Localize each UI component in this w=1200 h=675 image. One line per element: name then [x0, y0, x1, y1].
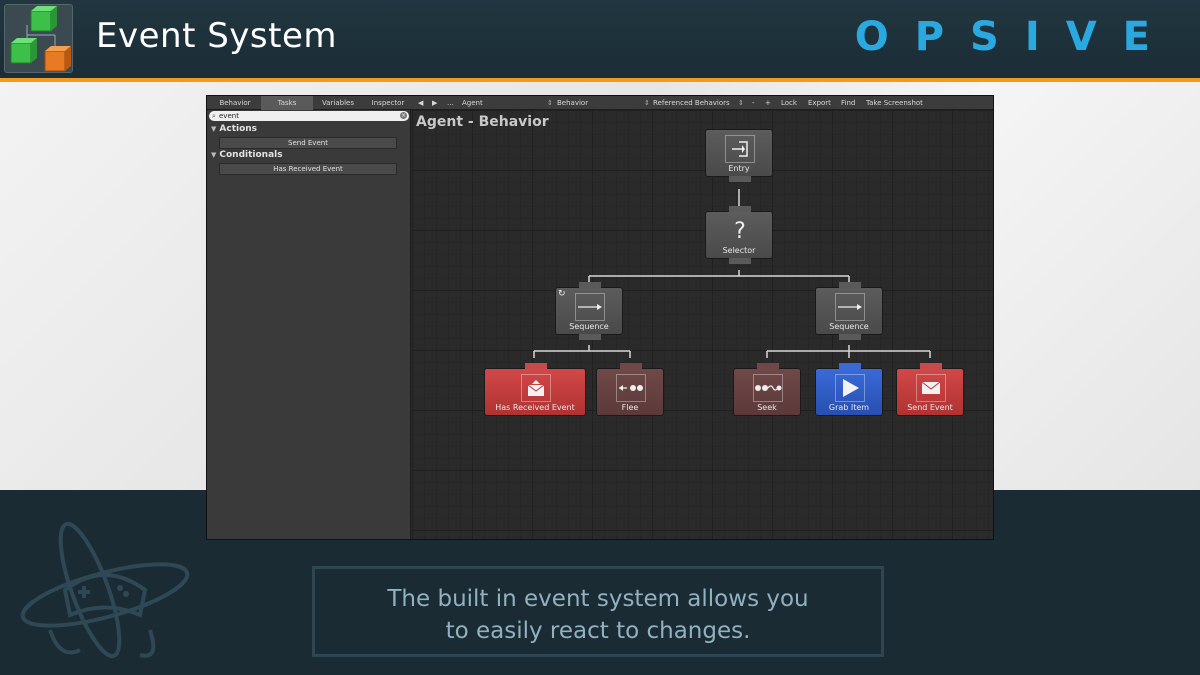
node-seek[interactable]: Seek [733, 363, 801, 416]
input-connector[interactable] [525, 363, 547, 369]
envelope-icon [916, 374, 946, 402]
input-connector[interactable] [757, 363, 779, 369]
node-grab-item[interactable]: Grab Item [815, 363, 883, 416]
graph-title: Agent - Behavior [416, 114, 549, 130]
agent-dropdown-icon[interactable]: ⇕ [547, 99, 553, 107]
node-selector[interactable]: ? Selector [705, 206, 773, 264]
tab-inspector[interactable]: Inspector [371, 99, 405, 107]
tab-variables[interactable]: Variables [322, 99, 354, 107]
output-connector[interactable] [729, 258, 751, 264]
agent-selector[interactable]: Agent [462, 99, 483, 107]
category-label: Actions [219, 124, 258, 134]
node-label: Seek [757, 403, 777, 412]
caption-line-1: The built in event system allows you [387, 586, 809, 612]
output-connector[interactable] [839, 334, 861, 340]
node-sequence-right[interactable]: Sequence [815, 282, 883, 340]
output-connector[interactable] [579, 334, 601, 340]
input-connector[interactable] [729, 206, 751, 212]
task-send-event[interactable]: Send Event [219, 137, 397, 149]
input-connector[interactable] [920, 363, 942, 369]
forward-arrow-icon[interactable]: ▶ [432, 99, 438, 107]
remove-behavior-button[interactable]: - [752, 99, 755, 107]
node-label: Sequence [829, 322, 869, 331]
input-connector[interactable] [839, 282, 861, 288]
flee-icon [616, 374, 646, 402]
node-label: Send Event [907, 403, 953, 412]
node-label: Flee [621, 403, 639, 412]
behavior-selector[interactable]: Behavior [557, 99, 589, 107]
behavior-graph-canvas[interactable]: Agent - Behavior [412, 110, 993, 539]
search-value: event [219, 112, 239, 120]
node-label: Sequence [569, 322, 609, 331]
node-has-received-event[interactable]: Has Received Event [484, 363, 586, 416]
output-connector[interactable] [729, 176, 751, 182]
node-connections [533, 189, 931, 358]
repeat-icon: ↻ [558, 289, 566, 299]
search-icon: ⌕ [212, 112, 216, 120]
input-connector[interactable] [839, 363, 861, 369]
category-actions[interactable]: ▼Actions [211, 124, 257, 134]
entry-icon [725, 135, 755, 163]
tasks-panel: ⌕ event × ▼Actions Send Event ▼Condition… [207, 110, 411, 539]
tab-behavior[interactable]: Behavior [219, 99, 251, 107]
category-conditionals[interactable]: ▼Conditionals [211, 150, 283, 160]
editor-toolbar: Behavior Tasks Variables Inspector ◀ ▶ .… [207, 96, 993, 110]
node-label: Has Received Event [495, 403, 575, 412]
envelope-received-icon [521, 374, 551, 402]
export-button[interactable]: Export [808, 99, 831, 107]
take-screenshot-button[interactable]: Take Screenshot [866, 99, 923, 107]
tab-tasks[interactable]: Tasks [261, 96, 313, 110]
node-send-event[interactable]: Send Event [896, 363, 964, 416]
expand-triangle-icon: ▼ [211, 151, 217, 159]
clear-search-icon[interactable]: × [400, 112, 407, 119]
page-title: Event System [96, 16, 337, 56]
node-label: Grab Item [828, 403, 870, 412]
referenced-dropdown-icon[interactable]: ⇕ [738, 99, 744, 107]
caption-text: The built in event system allows you to … [315, 583, 881, 647]
seek-icon [753, 374, 783, 402]
input-connector[interactable] [579, 282, 601, 288]
add-behavior-button[interactable]: + [765, 99, 771, 107]
back-arrow-icon[interactable]: ◀ [418, 99, 424, 107]
task-has-received-event[interactable]: Has Received Event [219, 163, 397, 175]
expand-triangle-icon: ▼ [211, 125, 217, 133]
controller-mascot-icon [20, 521, 190, 659]
header-bar: Event System OPSIVE [0, 0, 1200, 78]
node-label: Selector [722, 246, 756, 255]
behavior-designer-window: Behavior Tasks Variables Inspector ◀ ▶ .… [206, 95, 994, 540]
behavior-dropdown-icon[interactable]: ⇕ [644, 99, 650, 107]
referenced-behaviors-dropdown[interactable]: Referenced Behaviors [653, 99, 730, 107]
play-icon [835, 374, 865, 402]
caption-box: The built in event system allows you to … [312, 566, 884, 657]
node-sequence-left[interactable]: ↻ Sequence [555, 282, 623, 340]
sequence-arrow-icon [835, 293, 865, 321]
input-connector[interactable] [620, 363, 642, 369]
sequence-arrow-icon [575, 293, 605, 321]
opsive-logo: OPSIVE [854, 14, 1176, 60]
node-flee[interactable]: Flee [596, 363, 664, 416]
category-label: Conditionals [219, 150, 283, 160]
node-label: Entry [728, 164, 750, 173]
task-search-input[interactable]: ⌕ event × [209, 111, 409, 121]
find-button[interactable]: Find [841, 99, 856, 107]
lock-button[interactable]: Lock [781, 99, 797, 107]
node-entry[interactable]: Entry [705, 129, 773, 182]
caption-line-2: to easily react to changes. [445, 618, 751, 644]
cubes-logo-icon [4, 4, 73, 73]
more-button[interactable]: ... [447, 99, 454, 107]
header-accent-stripe [0, 78, 1200, 82]
question-mark-icon: ? [734, 218, 746, 244]
